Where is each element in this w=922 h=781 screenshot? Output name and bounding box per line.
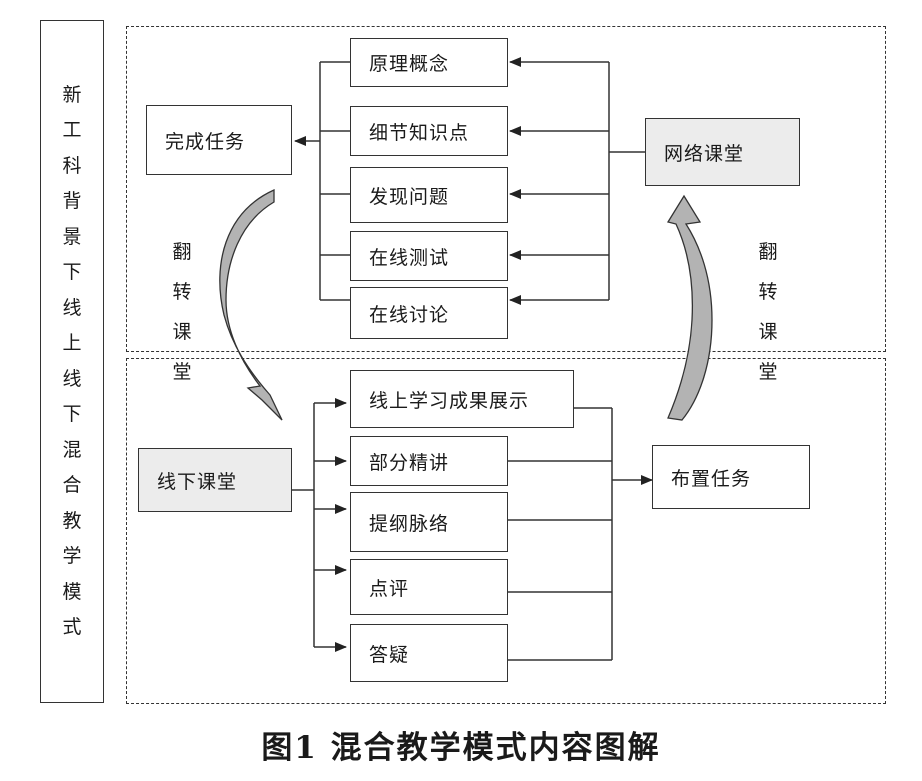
online-item-label: 在线测试 — [369, 246, 450, 269]
title-char: 下 — [62, 403, 82, 425]
flip-char: 转 — [758, 281, 778, 303]
online-item-box: 发现问题 — [350, 167, 508, 223]
online-item-box: 原理概念 — [350, 38, 508, 87]
offline-item-box: 提纲脉络 — [350, 492, 508, 552]
figure-caption: 图1 混合教学模式内容图解 — [261, 730, 661, 766]
offline-item-label: 点评 — [369, 577, 410, 600]
offline-item-box: 点评 — [350, 559, 508, 615]
online-region — [126, 26, 886, 352]
online-item-label: 细节知识点 — [369, 121, 470, 144]
title-char: 合 — [62, 474, 82, 496]
title-char: 工 — [62, 119, 82, 141]
network-class-box: 网络课堂 — [645, 118, 800, 186]
complete-task-label: 完成任务 — [165, 130, 246, 153]
online-item-box: 在线测试 — [350, 231, 508, 281]
vertical-title-box: 新 工 科 背 景 下 线 上 线 下 混 合 教 学 模 式 — [40, 20, 104, 703]
flip-char: 堂 — [758, 361, 778, 383]
title-char: 新 — [62, 83, 82, 106]
offline-class-box: 线下课堂 — [138, 448, 292, 512]
flip-char: 转 — [172, 281, 192, 303]
title-char: 下 — [62, 261, 82, 283]
flip-char: 翻 — [172, 241, 192, 263]
offline-item-label: 部分精讲 — [369, 451, 450, 474]
flip-char: 课 — [758, 321, 778, 343]
title-char: 教 — [62, 509, 82, 532]
title-char: 式 — [62, 616, 82, 638]
title-char: 模 — [62, 580, 82, 603]
title-char: 科 — [62, 154, 82, 177]
offline-item-label: 答疑 — [369, 643, 410, 666]
offline-class-label: 线下课堂 — [157, 470, 238, 493]
title-char: 线 — [62, 367, 82, 390]
offline-item-label: 提纲脉络 — [369, 512, 450, 535]
flip-arrow-left-icon — [219, 188, 283, 421]
assign-task-label: 布置任务 — [671, 467, 752, 490]
flip-label-left: 翻 转 课 堂 — [170, 232, 194, 392]
title-char: 混 — [62, 438, 82, 461]
complete-task-box: 完成任务 — [146, 105, 292, 175]
flip-char: 课 — [172, 321, 192, 343]
online-item-label: 在线讨论 — [369, 303, 450, 326]
flip-label-right: 翻 转 课 堂 — [756, 232, 780, 392]
title-char: 学 — [62, 545, 82, 567]
offline-region — [126, 358, 886, 704]
offline-item-label: 线上学习成果展示 — [369, 389, 530, 412]
title-char: 上 — [62, 332, 82, 354]
network-class-label: 网络课堂 — [664, 142, 745, 165]
online-item-label: 发现问题 — [369, 185, 450, 208]
offline-item-box: 线上学习成果展示 — [350, 370, 574, 428]
title-char: 背 — [62, 190, 82, 212]
flip-char: 堂 — [172, 361, 192, 383]
flip-char: 翻 — [758, 241, 778, 263]
assign-task-box: 布置任务 — [652, 445, 810, 509]
title-char: 线 — [62, 296, 82, 319]
flip-arrow-right-icon — [666, 194, 713, 421]
online-item-box: 细节知识点 — [350, 106, 508, 156]
offline-item-box: 部分精讲 — [350, 436, 508, 486]
online-item-box: 在线讨论 — [350, 287, 508, 339]
offline-item-box: 答疑 — [350, 624, 508, 682]
title-char: 景 — [62, 225, 82, 248]
online-item-label: 原理概念 — [369, 53, 450, 75]
